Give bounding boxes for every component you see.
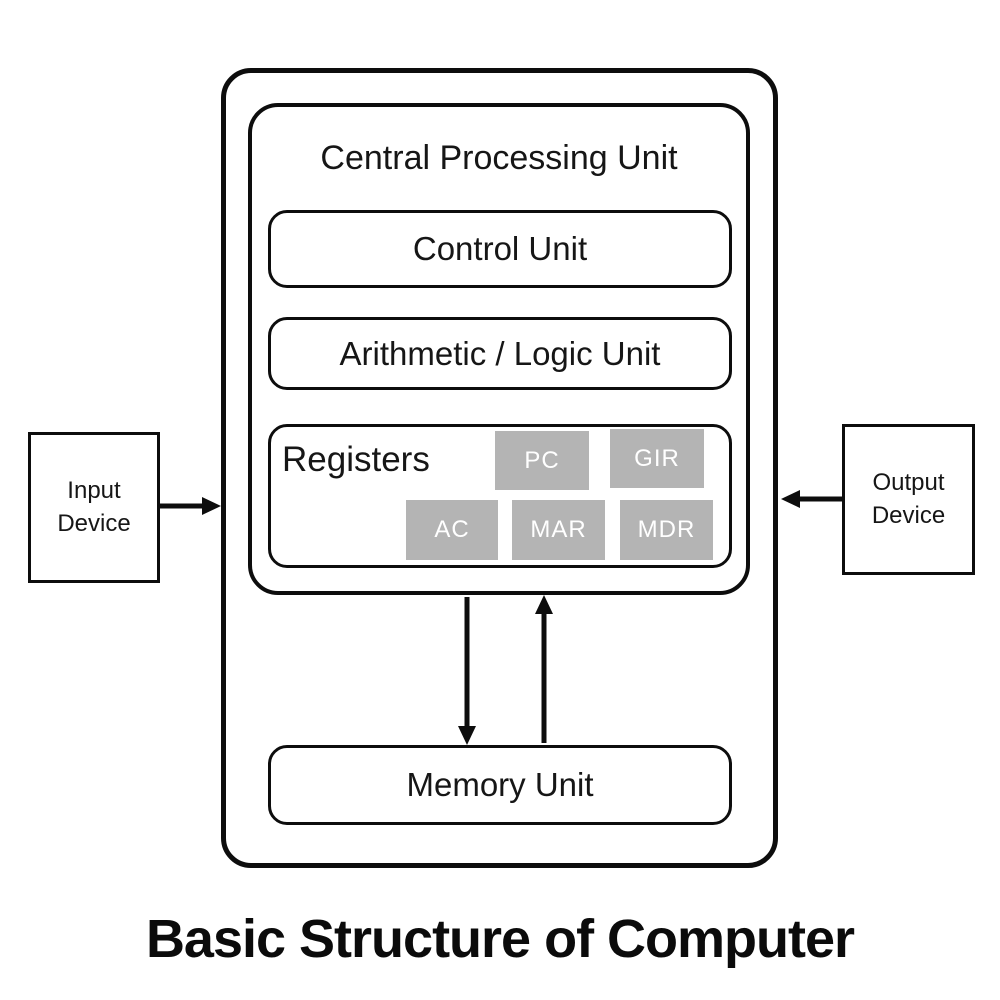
- input-arrow: [160, 497, 221, 515]
- register-mdr-label: MDR: [637, 516, 696, 543]
- register-mar-label: MAR: [530, 516, 587, 543]
- registers-label: Registers: [282, 440, 430, 479]
- output-arrow: [781, 490, 842, 508]
- control-unit-label: Control Unit: [412, 230, 588, 267]
- memory-unit-box: Memory Unit: [268, 745, 732, 825]
- register-ac-label: AC: [434, 516, 470, 543]
- register-pc-label: PC: [524, 446, 560, 474]
- register-gir-label: GIR: [634, 444, 680, 472]
- register-gir: GIR: [610, 429, 704, 488]
- output-arrowhead-icon: [781, 490, 800, 508]
- register-pc: PC: [495, 431, 589, 490]
- output-device-box: Output Device: [842, 424, 975, 575]
- output-device-label-line2: Device: [871, 501, 946, 529]
- input-device-label-line1: Input: [67, 477, 121, 505]
- input-device-box: Input Device: [28, 432, 160, 583]
- output-device-label-line1: Output: [872, 469, 945, 497]
- alu-label: Arithmetic / Logic Unit: [339, 334, 661, 372]
- page-title: Basic Structure of Computer: [145, 909, 855, 969]
- register-mar: MAR: [512, 500, 605, 560]
- memory-unit-label: Memory Unit: [406, 766, 594, 803]
- cpu-label: Central Processing Unit: [320, 139, 678, 177]
- alu-box: Arithmetic / Logic Unit: [268, 317, 732, 390]
- control-unit-box: Control Unit: [268, 210, 732, 288]
- input-device-label-line2: Device: [57, 509, 131, 537]
- input-arrowhead-icon: [202, 497, 221, 515]
- register-mdr: MDR: [620, 500, 713, 560]
- register-ac: AC: [406, 500, 498, 560]
